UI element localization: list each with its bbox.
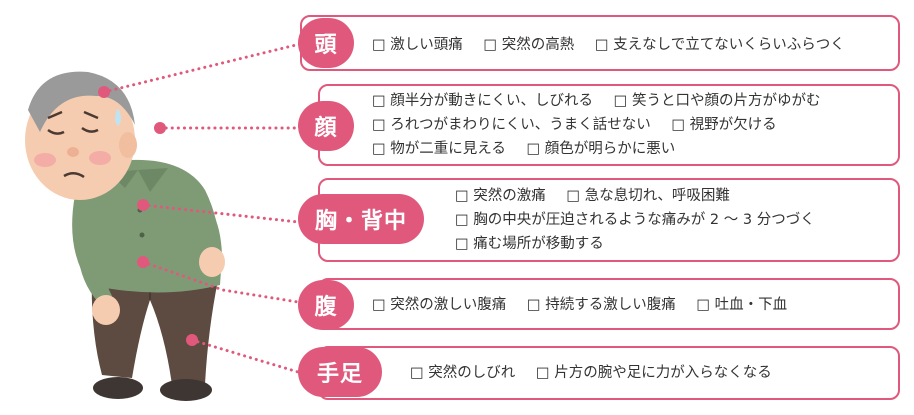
symptom-line: □ 突然のしびれ □ 片方の腕や足に力が入らなくなる bbox=[410, 361, 772, 385]
section-abdomen-label: 腹 bbox=[298, 280, 354, 330]
section-head-label: 頭 bbox=[298, 18, 354, 68]
section-limbs-label: 手足 bbox=[298, 347, 382, 397]
symptom-line: □ 物が二重に見える □ 顔色が明らかに悪い bbox=[372, 137, 820, 161]
symptom-item: □ 急な息切れ、呼吸困難 bbox=[566, 188, 730, 204]
section-limbs bbox=[318, 346, 900, 400]
symptom-item: □ 突然のしびれ bbox=[410, 365, 516, 381]
symptom-item: □ 胸の中央が圧迫されるような痛みが 2 ～ 3 分つづく bbox=[455, 212, 815, 228]
right-shoe bbox=[160, 379, 212, 401]
symptom-line: □ 激しい頭痛 □ 突然の高熱 □ 支えなしで立てないくらいふらつく bbox=[372, 33, 845, 57]
sweat-drop-icon bbox=[115, 108, 121, 126]
section-chest-back-label: 胸・背中 bbox=[298, 194, 424, 244]
section-face-label: 顔 bbox=[298, 101, 354, 151]
symptom-item: □ 顔色が明らかに悪い bbox=[526, 141, 676, 157]
left-shoe bbox=[93, 377, 143, 399]
section-head-items: □ 激しい頭痛 □ 突然の高熱 □ 支えなしで立てないくらいふらつく bbox=[372, 33, 845, 57]
symptom-item: □ 顔半分が動きにくい、しびれる bbox=[372, 93, 594, 109]
section-face-items: □ 顔半分が動きにくい、しびれる □ 笑うと口や顔の片方がゆがむ □ ろれつがま… bbox=[372, 89, 820, 161]
symptom-item: □ 痛む場所が移動する bbox=[455, 236, 604, 252]
symptom-item: □ ろれつがまわりにくい、うまく話せない bbox=[372, 117, 651, 133]
symptom-line: □ 胸の中央が圧迫されるような痛みが 2 ～ 3 分つづく bbox=[455, 208, 815, 232]
right-hand bbox=[199, 247, 225, 277]
sick-elderly-man-illustration bbox=[25, 71, 225, 401]
symptom-item: □ 突然の激しい腹痛 bbox=[372, 297, 507, 313]
symptom-line: □ ろれつがまわりにくい、うまく話せない □ 視野が欠ける bbox=[372, 113, 820, 137]
symptom-item: □ 吐血・下血 bbox=[696, 297, 788, 313]
section-face bbox=[318, 84, 900, 166]
symptom-item: □ 片方の腕や足に力が入らなくなる bbox=[535, 365, 772, 381]
symptom-item: □ 突然の高熱 bbox=[483, 37, 575, 53]
symptom-item: □ 視野が欠ける bbox=[671, 117, 777, 133]
section-abdomen-items: □ 突然の激しい腹痛 □ 持続する激しい腹痛 □ 吐血・下血 bbox=[372, 293, 787, 317]
section-head bbox=[300, 15, 900, 71]
symptom-line: □ 突然の激しい腹痛 □ 持続する激しい腹痛 □ 吐血・下血 bbox=[372, 293, 787, 317]
ear bbox=[119, 132, 137, 158]
symptom-item: □ 笑うと口や顔の片方がゆがむ bbox=[613, 93, 821, 109]
symptom-item: □ 支えなしで立てないくらいふらつく bbox=[594, 37, 845, 53]
symptom-line: □ 痛む場所が移動する bbox=[455, 232, 815, 256]
section-chest-back-items: □ 突然の激痛 □ 急な息切れ、呼吸困難 □ 胸の中央が圧迫されるような痛みが … bbox=[455, 184, 815, 256]
left-arm bbox=[77, 215, 112, 302]
symptom-item: □ 激しい頭痛 bbox=[372, 37, 463, 53]
section-limbs-items: □ 突然のしびれ □ 片方の腕や足に力が入らなくなる bbox=[410, 361, 772, 385]
symptom-line: □ 突然の激痛 □ 急な息切れ、呼吸困難 bbox=[455, 184, 815, 208]
symptom-item: □ 突然の激痛 bbox=[455, 188, 546, 204]
symptom-item: □ 持続する激しい腹痛 bbox=[526, 297, 676, 313]
symptom-line: □ 顔半分が動きにくい、しびれる □ 笑うと口や顔の片方がゆがむ bbox=[372, 89, 820, 113]
green-shirt bbox=[72, 159, 221, 293]
left-hand bbox=[92, 295, 120, 325]
symptom-item: □ 物が二重に見える bbox=[372, 141, 506, 157]
